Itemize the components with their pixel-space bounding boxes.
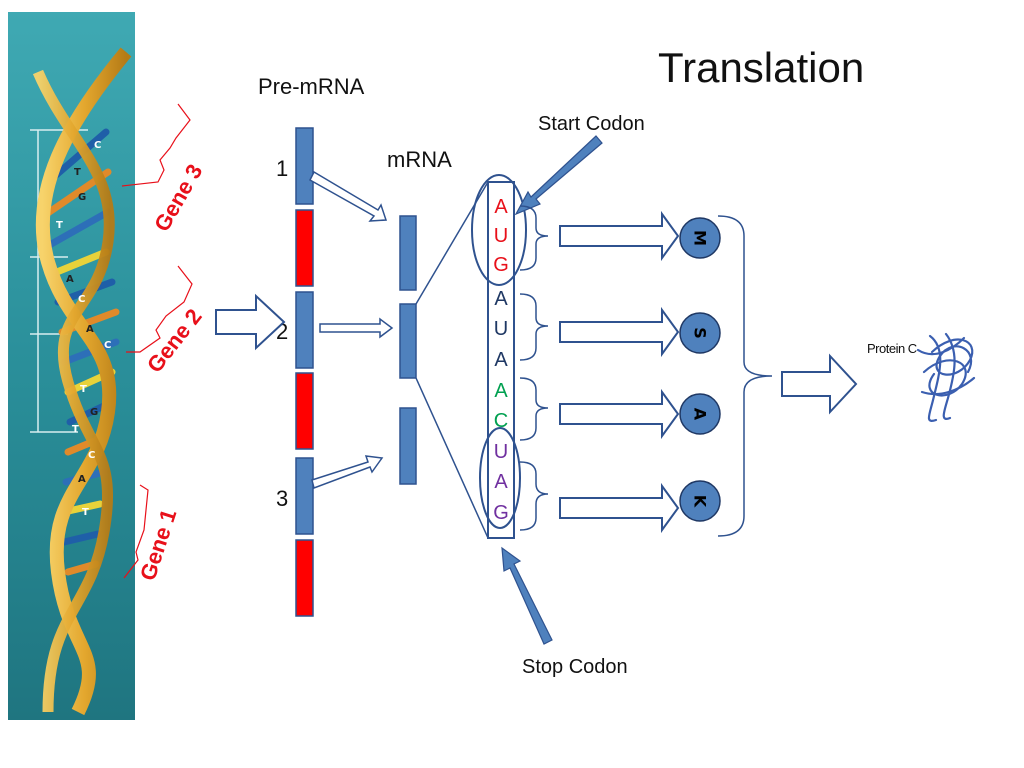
splice-arrow-1 <box>309 170 388 222</box>
pre-mrna-label: Pre-mRNA <box>258 74 365 99</box>
codon-base: A <box>494 349 508 371</box>
intron-3-block <box>295 539 314 617</box>
zoom-line-bottom <box>415 377 489 539</box>
codon-brace-2 <box>519 293 549 361</box>
start-codon-label: Start Codon <box>538 113 645 135</box>
codon-brace-1 <box>519 205 549 271</box>
splice-arrow-2 <box>319 317 394 339</box>
codon-arrow-3 <box>559 388 680 440</box>
codon-arrow-4 <box>559 482 680 534</box>
codon-base: G <box>493 502 509 524</box>
dna-letter: T <box>74 167 81 178</box>
dna-letter: T <box>56 220 63 231</box>
codon-base: G <box>493 254 509 276</box>
amino-acid-s-circle <box>679 312 721 354</box>
dna-helix-image: C T G T A C A C T G T C A T <box>8 12 135 720</box>
protein-squiggle <box>916 332 976 422</box>
stop-codon-pointer <box>501 546 553 645</box>
dna-letter: A <box>66 274 74 285</box>
codon-strip <box>487 181 515 539</box>
amino-acid-m-circle <box>679 217 721 259</box>
dna-letter: C <box>104 340 112 351</box>
codon-base: A <box>494 288 508 310</box>
start-codon-pointer <box>514 135 603 216</box>
dna-letter: A <box>86 324 94 335</box>
mrna-exon-1 <box>399 215 417 291</box>
splice-arrow-3 <box>311 455 384 489</box>
dna-letter: T <box>80 384 87 395</box>
codon-brace-4 <box>519 461 549 531</box>
mrna-exon-3 <box>399 407 417 485</box>
gene-brackets <box>121 103 193 579</box>
codon-arrow-1 <box>559 210 680 262</box>
exon-1-block <box>295 127 314 205</box>
intron-2-block <box>295 372 314 450</box>
amino-acid-s: S <box>691 327 710 339</box>
codon-base: U <box>493 318 509 340</box>
amino-acid-a: A <box>691 408 710 421</box>
dna-letter: T <box>82 507 89 518</box>
codon-base: U <box>493 441 509 463</box>
dna-letter: A <box>78 474 86 485</box>
stop-codon-ellipse <box>479 427 521 529</box>
codon-base: C <box>493 410 509 432</box>
dna-to-premrna-arrow <box>215 293 286 351</box>
dna-letter: G <box>78 192 87 203</box>
to-protein-arrow <box>781 353 858 415</box>
gene-1-bracket <box>123 484 149 579</box>
exon-3-block <box>295 457 314 535</box>
dna-letter: C <box>88 450 96 461</box>
amino-acid-m: M <box>691 230 710 246</box>
exon-2-block <box>295 291 314 369</box>
codon-base: U <box>493 225 509 247</box>
mrna-exon-2 <box>399 303 417 379</box>
dna-letter: C <box>78 294 86 305</box>
codon-arrow-2 <box>559 306 680 358</box>
codon-base: A <box>494 471 508 493</box>
exon-number-3: 3 <box>276 486 289 511</box>
gene-2-bracket <box>126 265 193 353</box>
dna-letter: C <box>94 140 102 151</box>
mrna-label: mRNA <box>387 147 452 172</box>
codon-base: A <box>494 380 508 402</box>
start-codon-ellipse <box>471 174 527 286</box>
page-title: Translation <box>658 44 865 91</box>
codon-base: A <box>494 196 508 218</box>
protein-brace <box>717 215 773 537</box>
stop-codon-label: Stop Codon <box>522 656 628 678</box>
amino-acid-k: K <box>691 495 710 508</box>
exon-number-1: 1 <box>276 156 289 181</box>
gene-3-bracket <box>121 103 191 187</box>
dna-helix-illustration <box>8 12 135 720</box>
codon-brace-3 <box>519 377 549 441</box>
dna-letters: C T G T A C A C T G T C A T <box>8 12 135 720</box>
intron-1-block <box>295 209 314 287</box>
protein-label: Protein C <box>867 341 917 356</box>
dna-letter: G <box>90 407 99 418</box>
amino-acid-k-circle <box>679 480 721 522</box>
dna-letter: T <box>72 424 79 435</box>
amino-acid-a-circle <box>679 393 721 435</box>
codon-braces <box>519 205 549 531</box>
